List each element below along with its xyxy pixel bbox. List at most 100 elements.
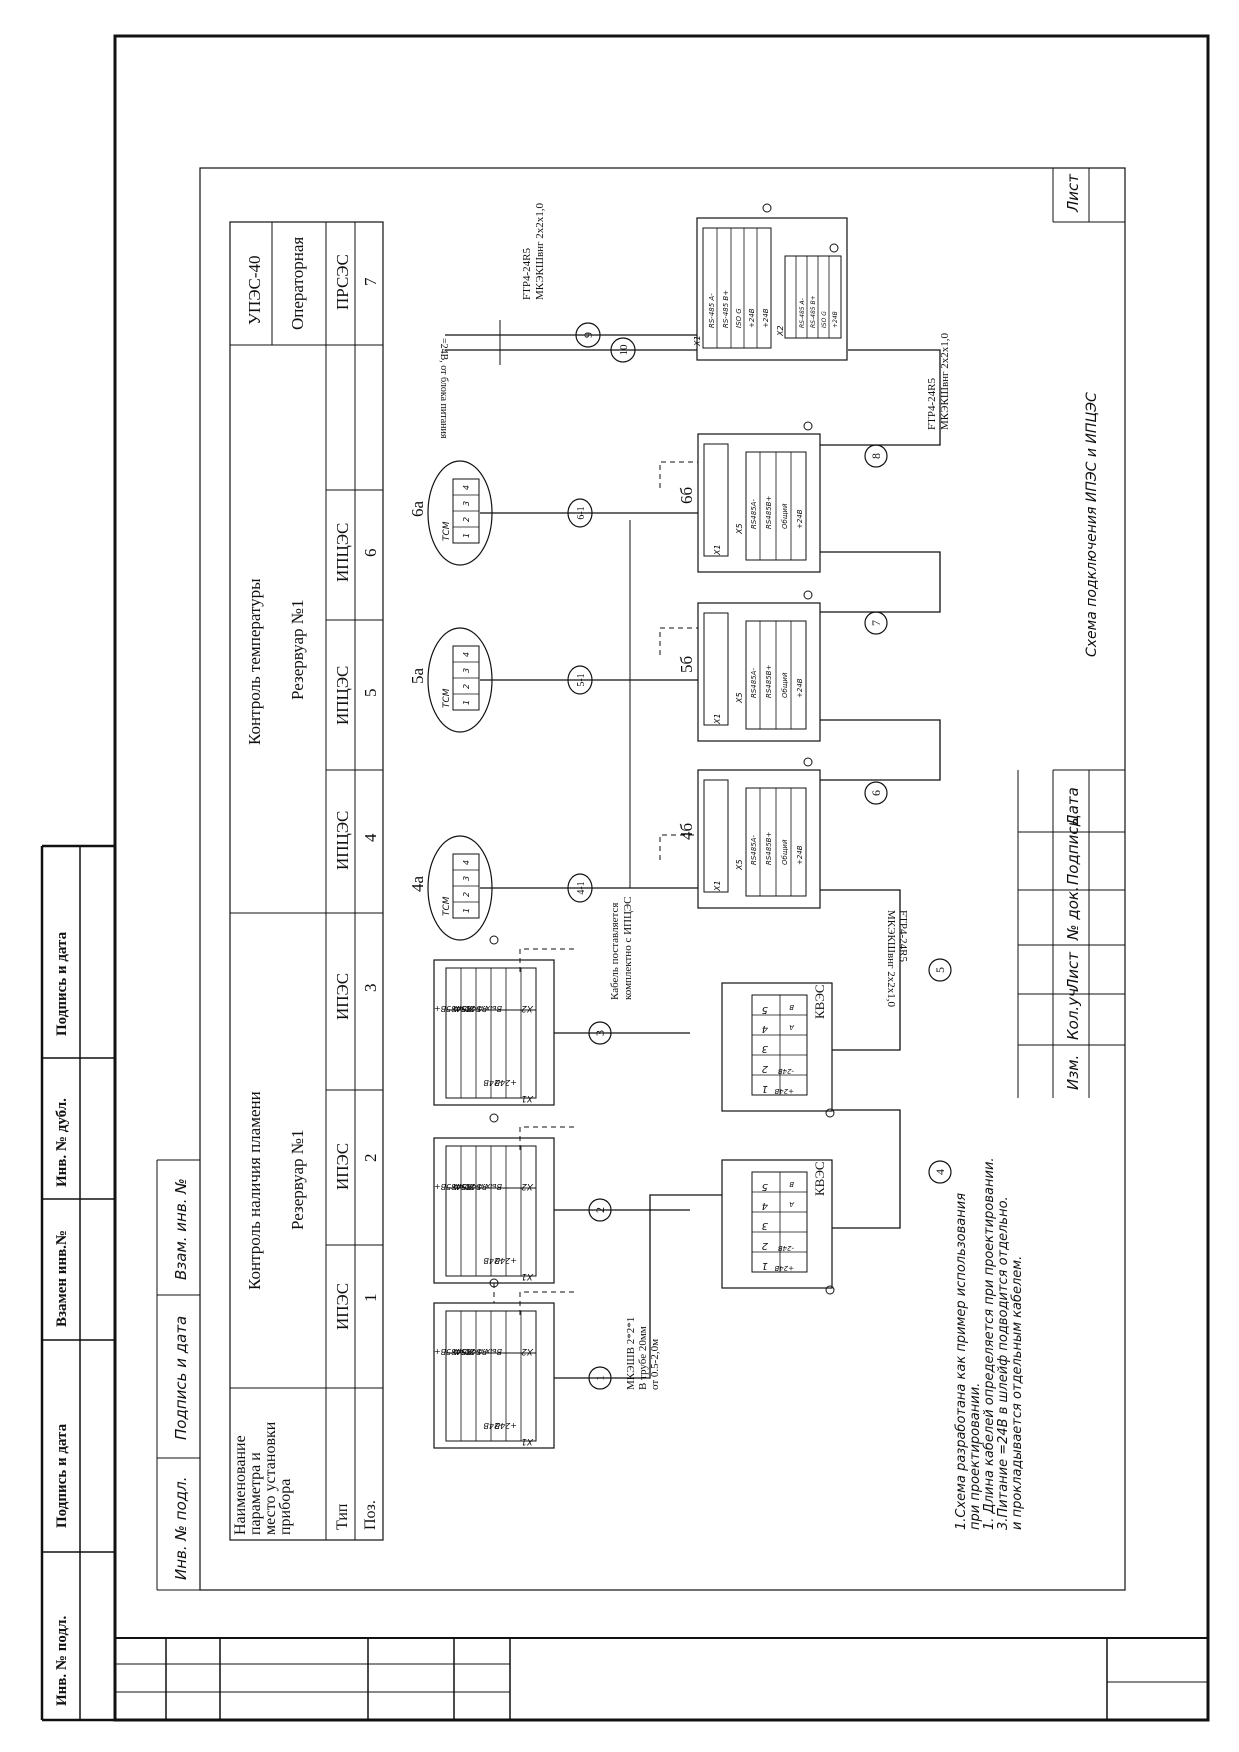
cable-8: 8 [864, 444, 888, 468]
block-6b: 6б [677, 487, 696, 504]
kves2-label: КВЭС [812, 984, 827, 1019]
drawing-title: Схема подключения ИПЭС и ИПЦЭС [1084, 392, 1100, 657]
kves2-minus: -24В [778, 1067, 794, 1075]
ipces-block-5b: X1 X5 RS485A- RS485B+ Общий +24В 5б [677, 590, 821, 742]
param-label-3: место установки [262, 1421, 279, 1535]
param-label-4: прибора [277, 1479, 294, 1535]
svg-text:8: 8 [869, 453, 883, 459]
sensor-4a: 4а [408, 876, 427, 893]
stamp-sign-date-2: Подпись и дата [54, 931, 70, 1036]
kves2-ground [825, 1108, 835, 1118]
kves1-pin2: 2 [762, 1240, 768, 1251]
tsm5-label: ТСМ [442, 688, 452, 708]
prses-ground-1 [762, 203, 772, 213]
svg-text:10: 10 [618, 344, 630, 356]
pos-2: 2 [361, 1154, 380, 1163]
ipes3-rsa: RS485A- [453, 1004, 487, 1013]
tsm6-p3: 3 [462, 501, 471, 506]
power-note: =24В, от блока питания [438, 338, 449, 439]
stamp-vzamen: Взамен инв.№ [54, 1230, 70, 1327]
ipces4-rsb: RS485B+ [765, 832, 773, 865]
sensor-6a: 6а [408, 501, 427, 518]
ipces5-ground [803, 590, 813, 600]
group-flame: Контроль наличия пламени [245, 1091, 264, 1290]
ipces6-rsb: RS485B+ [765, 496, 773, 529]
cable-5-1: 5-1 [567, 665, 593, 695]
ipes2-ground [489, 1113, 499, 1123]
ipces4-24: +24В [796, 845, 804, 865]
prses-block: X1 RS-485 А- RS-485 В+ ISO G +24В +24В X… [693, 203, 848, 361]
note5-line1: FTP4-24R5 [926, 378, 938, 430]
block-4b: 4б [677, 823, 696, 840]
ipces-block-4b: X1 X5 RS485A- RS485B+ Общий +24В 4б [677, 757, 821, 909]
cable-7: 7 [864, 611, 888, 635]
note1-line2: В трубе 20мм [637, 1326, 649, 1390]
tsm4-p3: 3 [462, 876, 471, 881]
ipes3-x2: X2 [521, 1003, 534, 1013]
ipes3-rsb: RS485B+ [434, 1004, 472, 1013]
note1-line3: от 0.5-2,0м [649, 1339, 661, 1390]
ipes1-rsa: RS485A- [453, 1347, 487, 1356]
kves2-pin1: 1 [762, 1083, 768, 1094]
prses-x2-24: +24В [832, 311, 839, 328]
tb-date: Дата [1064, 787, 1082, 827]
ipces4-x5: X5 [735, 859, 744, 871]
stamp-inv-podl: Инв. № подл. [54, 1616, 70, 1706]
pos-label: Поз. [362, 1500, 379, 1530]
prses-x1-rsb: RS-485 В+ [722, 290, 730, 328]
tb-sign: Подпись [1064, 818, 1082, 885]
type-4: ИПЦЭС [333, 811, 352, 870]
prses-x2-rsb: RS-485 В+ [810, 295, 817, 328]
kves1-b: В [789, 1180, 794, 1188]
type-1: ИПЭС [333, 1283, 352, 1330]
ipes1-minus: -24В [483, 1421, 502, 1430]
ipes3-minus: -24В [483, 1078, 502, 1087]
note-3b: и прокладывается отдельным кабелем. [1010, 1256, 1025, 1530]
prses-ground-2 [829, 243, 839, 253]
svg-text:1: 1 [593, 1375, 607, 1381]
group-temp: Контроль температуры [245, 578, 264, 745]
kves1-pin5: 5 [762, 1181, 768, 1192]
kves-box-2: КВЭС 1 2 3 4 5 +24В -24В А В [721, 982, 835, 1118]
kves2-a: А [789, 1023, 795, 1031]
ipces6-x5: X5 [735, 523, 744, 535]
ipces6-com: Общий [781, 503, 789, 529]
ipces5-com: Общий [781, 672, 789, 698]
ipces4-com: Общий [781, 839, 789, 865]
note-1: 1.Схема разработана как пример использов… [954, 1193, 969, 1530]
param-label-1: Наименование [232, 1435, 249, 1535]
tsm6-label: ТСМ [442, 521, 452, 541]
type-2: ИПЭС [333, 1143, 352, 1190]
block-5b: 5б [677, 656, 696, 673]
kves2-b: В [789, 1003, 794, 1011]
ipes1-x2: X2 [521, 1346, 534, 1356]
note4-line2: МКЭКШвнг 2х2х1,0 [534, 202, 546, 300]
param-label-2: параметра и [247, 1452, 264, 1535]
pos-6: 6 [361, 549, 380, 558]
note-1b: при проектировании. [968, 1383, 983, 1530]
ipes2-x2: X2 [521, 1181, 534, 1191]
type-7: ПРСЭС [333, 254, 352, 310]
prses-x1-iso: ISO G [735, 308, 743, 328]
note-2: 1. Длина кабелей определяется при проект… [982, 1157, 997, 1530]
cable-9: 9 [575, 322, 601, 348]
cable-6-1: 6-1 [567, 498, 593, 528]
kves1-a: А [789, 1200, 795, 1208]
kves-box-1: КВЭС 1 2 3 4 5 +24В -24В А В [721, 1159, 835, 1295]
type-3: ИПЭС [333, 973, 352, 1020]
ipes3-out: Вых.4-20мА [453, 1004, 502, 1013]
pos-3: 3 [361, 984, 380, 993]
sheet-label: Лист [1064, 173, 1082, 213]
svg-text:6: 6 [869, 790, 883, 796]
tsm6-p4: 4 [462, 485, 471, 490]
inner-stamp-inv: Инв. № подл. [172, 1477, 190, 1580]
prses-x2-iso: ISO G [821, 311, 828, 328]
note3-line1: МКЭКШвнг 2х2х1,0 [885, 910, 897, 1008]
stamp-inv-dubl: Инв. № дубл. [54, 1098, 70, 1187]
tsm6-p2: 2 [462, 517, 471, 522]
note2-line2: комплектно с ИПЦЭС [622, 896, 634, 1000]
ipes2-out: Вых.4-20мА [453, 1182, 502, 1191]
kves1-label: КВЭС [812, 1161, 827, 1196]
kves2-pin2: 2 [762, 1063, 768, 1074]
ipes3-plus: +24В [495, 1078, 517, 1087]
